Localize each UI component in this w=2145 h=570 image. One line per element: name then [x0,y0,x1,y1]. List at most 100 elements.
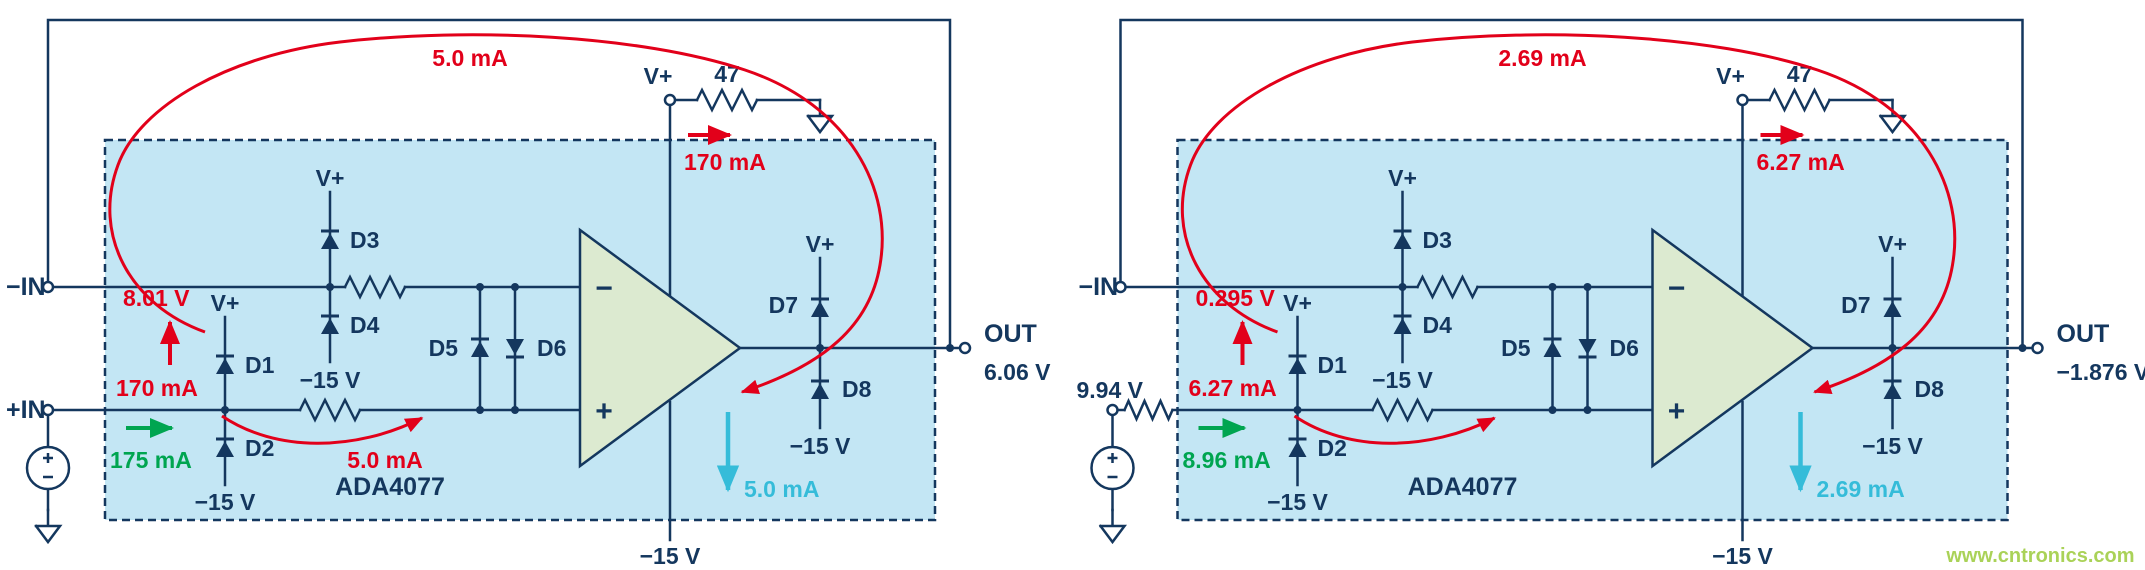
opamp-minus-input: − [1668,272,1686,305]
rail-resistor-47 [1767,87,1832,113]
junction-dot [221,406,229,414]
pin-voltage-label: 8.01 V [123,285,190,311]
d3-label: D3 [1423,227,1452,253]
junction-dot [816,344,824,352]
left-circuit: − + −IN +IN V+ 47 V+ −15 V V+ −15 V V+ −… [6,18,1051,569]
input-voltage-label: 9.94 V [1077,377,1144,403]
d2-label: D2 [245,435,274,461]
d6-label: D6 [537,335,566,361]
neg-input-resistor [343,274,407,300]
diff-current-curve [1293,414,1496,445]
rail-current-label: 170 mA [684,149,766,175]
output-current-label: 2.69 mA [1817,476,1905,502]
vplus-terminal [663,93,677,107]
pos-input-resistor [1370,397,1435,423]
junction-dot [1548,283,1557,291]
out-voltage: 6.06 V [984,359,1051,385]
junction-dot [1398,283,1407,291]
out-terminal [958,341,972,355]
out-label: OUT [2057,320,2110,348]
neg-input-resistor [1415,274,1480,300]
d4-neg15-label: −15 V [300,367,361,393]
d5-label: D5 [429,335,459,361]
ground-icon [1099,508,1126,544]
junction-dot [511,406,519,414]
neg-in-label: −IN [6,273,46,301]
chip-label: ADA4077 [1408,473,1518,501]
vplus-terminal [1736,93,1749,107]
junction-dot [476,406,484,414]
d2-label: D2 [1318,435,1347,461]
loop-current-label: 5.0 mA [432,45,507,71]
pos-in-label: +IN [6,396,46,424]
d5-label: D5 [1501,335,1531,361]
ic-boundary-box [1176,138,2009,522]
d2-neg15-label: −15 V [195,489,256,515]
source-current-label: 175 mA [110,447,192,473]
pos-input-resistor [298,397,362,423]
junction-dot [476,283,484,291]
pin-current-label: 170 mA [116,375,198,401]
d8-label: D8 [842,376,872,402]
loop-current-label: 2.69 mA [1498,45,1586,71]
current-source [1090,445,1135,491]
vplus-rail-label: V+ [644,63,673,89]
opamp-plus-input: + [1668,395,1686,428]
junction-dot [1548,406,1557,414]
input-voltage-terminal [1106,403,1119,417]
ground-icon [34,508,62,544]
vplus-rail-wire [1741,98,1894,298]
opamp-triangle [1651,227,1815,469]
source-current-label: 8.96 mA [1183,447,1271,473]
watermark: www.cntronics.com [1945,545,2134,567]
junction-dot [511,283,519,291]
opamp-plus-input: + [595,395,613,428]
d3-label: D3 [350,227,379,253]
vplus-rail-wire [668,98,822,298]
neg15-rail-label: −15 V [640,543,701,569]
junction-dot [1583,406,1592,414]
junction-dot [1293,406,1302,414]
d8-neg15-label: −15 V [1862,433,1923,459]
diff-current-curve [221,414,424,445]
d7-vplus-label: V+ [1878,231,1907,257]
diff-current-label: 5.0 mA [347,447,422,473]
d7-label: D7 [1841,292,1870,318]
d4-neg15-label: −15 V [1372,367,1433,393]
pin-voltage-label: 0.295 V [1196,285,1276,311]
d1-label: D1 [1318,352,1348,378]
d2-neg15-label: −15 V [1267,489,1328,515]
d7-label: D7 [769,292,798,318]
out-label: OUT [984,320,1037,348]
ic-boundary-box [103,138,937,522]
d4-label: D4 [1423,312,1453,338]
d7-vplus-label: V+ [806,231,835,257]
d1-vplus-label: V+ [1283,290,1312,316]
d1-vplus-label: V+ [211,290,240,316]
output-current-label: 5.0 mA [744,476,819,502]
junction-dot [1888,344,1897,352]
loop-current-curve [108,33,884,395]
junction-dot [1583,283,1592,291]
right-circuit: − + −IN 9.94 V V+ 47 V+ −15 V V+ −15 V V… [1077,18,2145,569]
rail-resistor-47 [695,87,759,113]
opamp-triangle [578,227,743,469]
out-terminal [2031,341,2044,355]
junction-dot [326,283,334,291]
loop-current-curve [1180,33,1957,395]
neg-in-label: −IN [1079,273,1119,301]
junction-dot [946,344,954,352]
chip-label: ADA4077 [335,473,445,501]
out-voltage: −1.876 V [2057,359,2145,385]
d3-vplus-label: V+ [316,165,345,191]
junction-dot [2018,344,2027,352]
feedback-wire [46,18,952,346]
opamp-minus-input: − [595,272,613,305]
rail-current-label: 6.27 mA [1757,149,1845,175]
d8-label: D8 [1915,376,1945,402]
d8-neg15-label: −15 V [790,433,851,459]
feedback-wire [1119,18,2024,346]
d1-label: D1 [245,352,275,378]
input-series-resistor [1122,397,1175,423]
